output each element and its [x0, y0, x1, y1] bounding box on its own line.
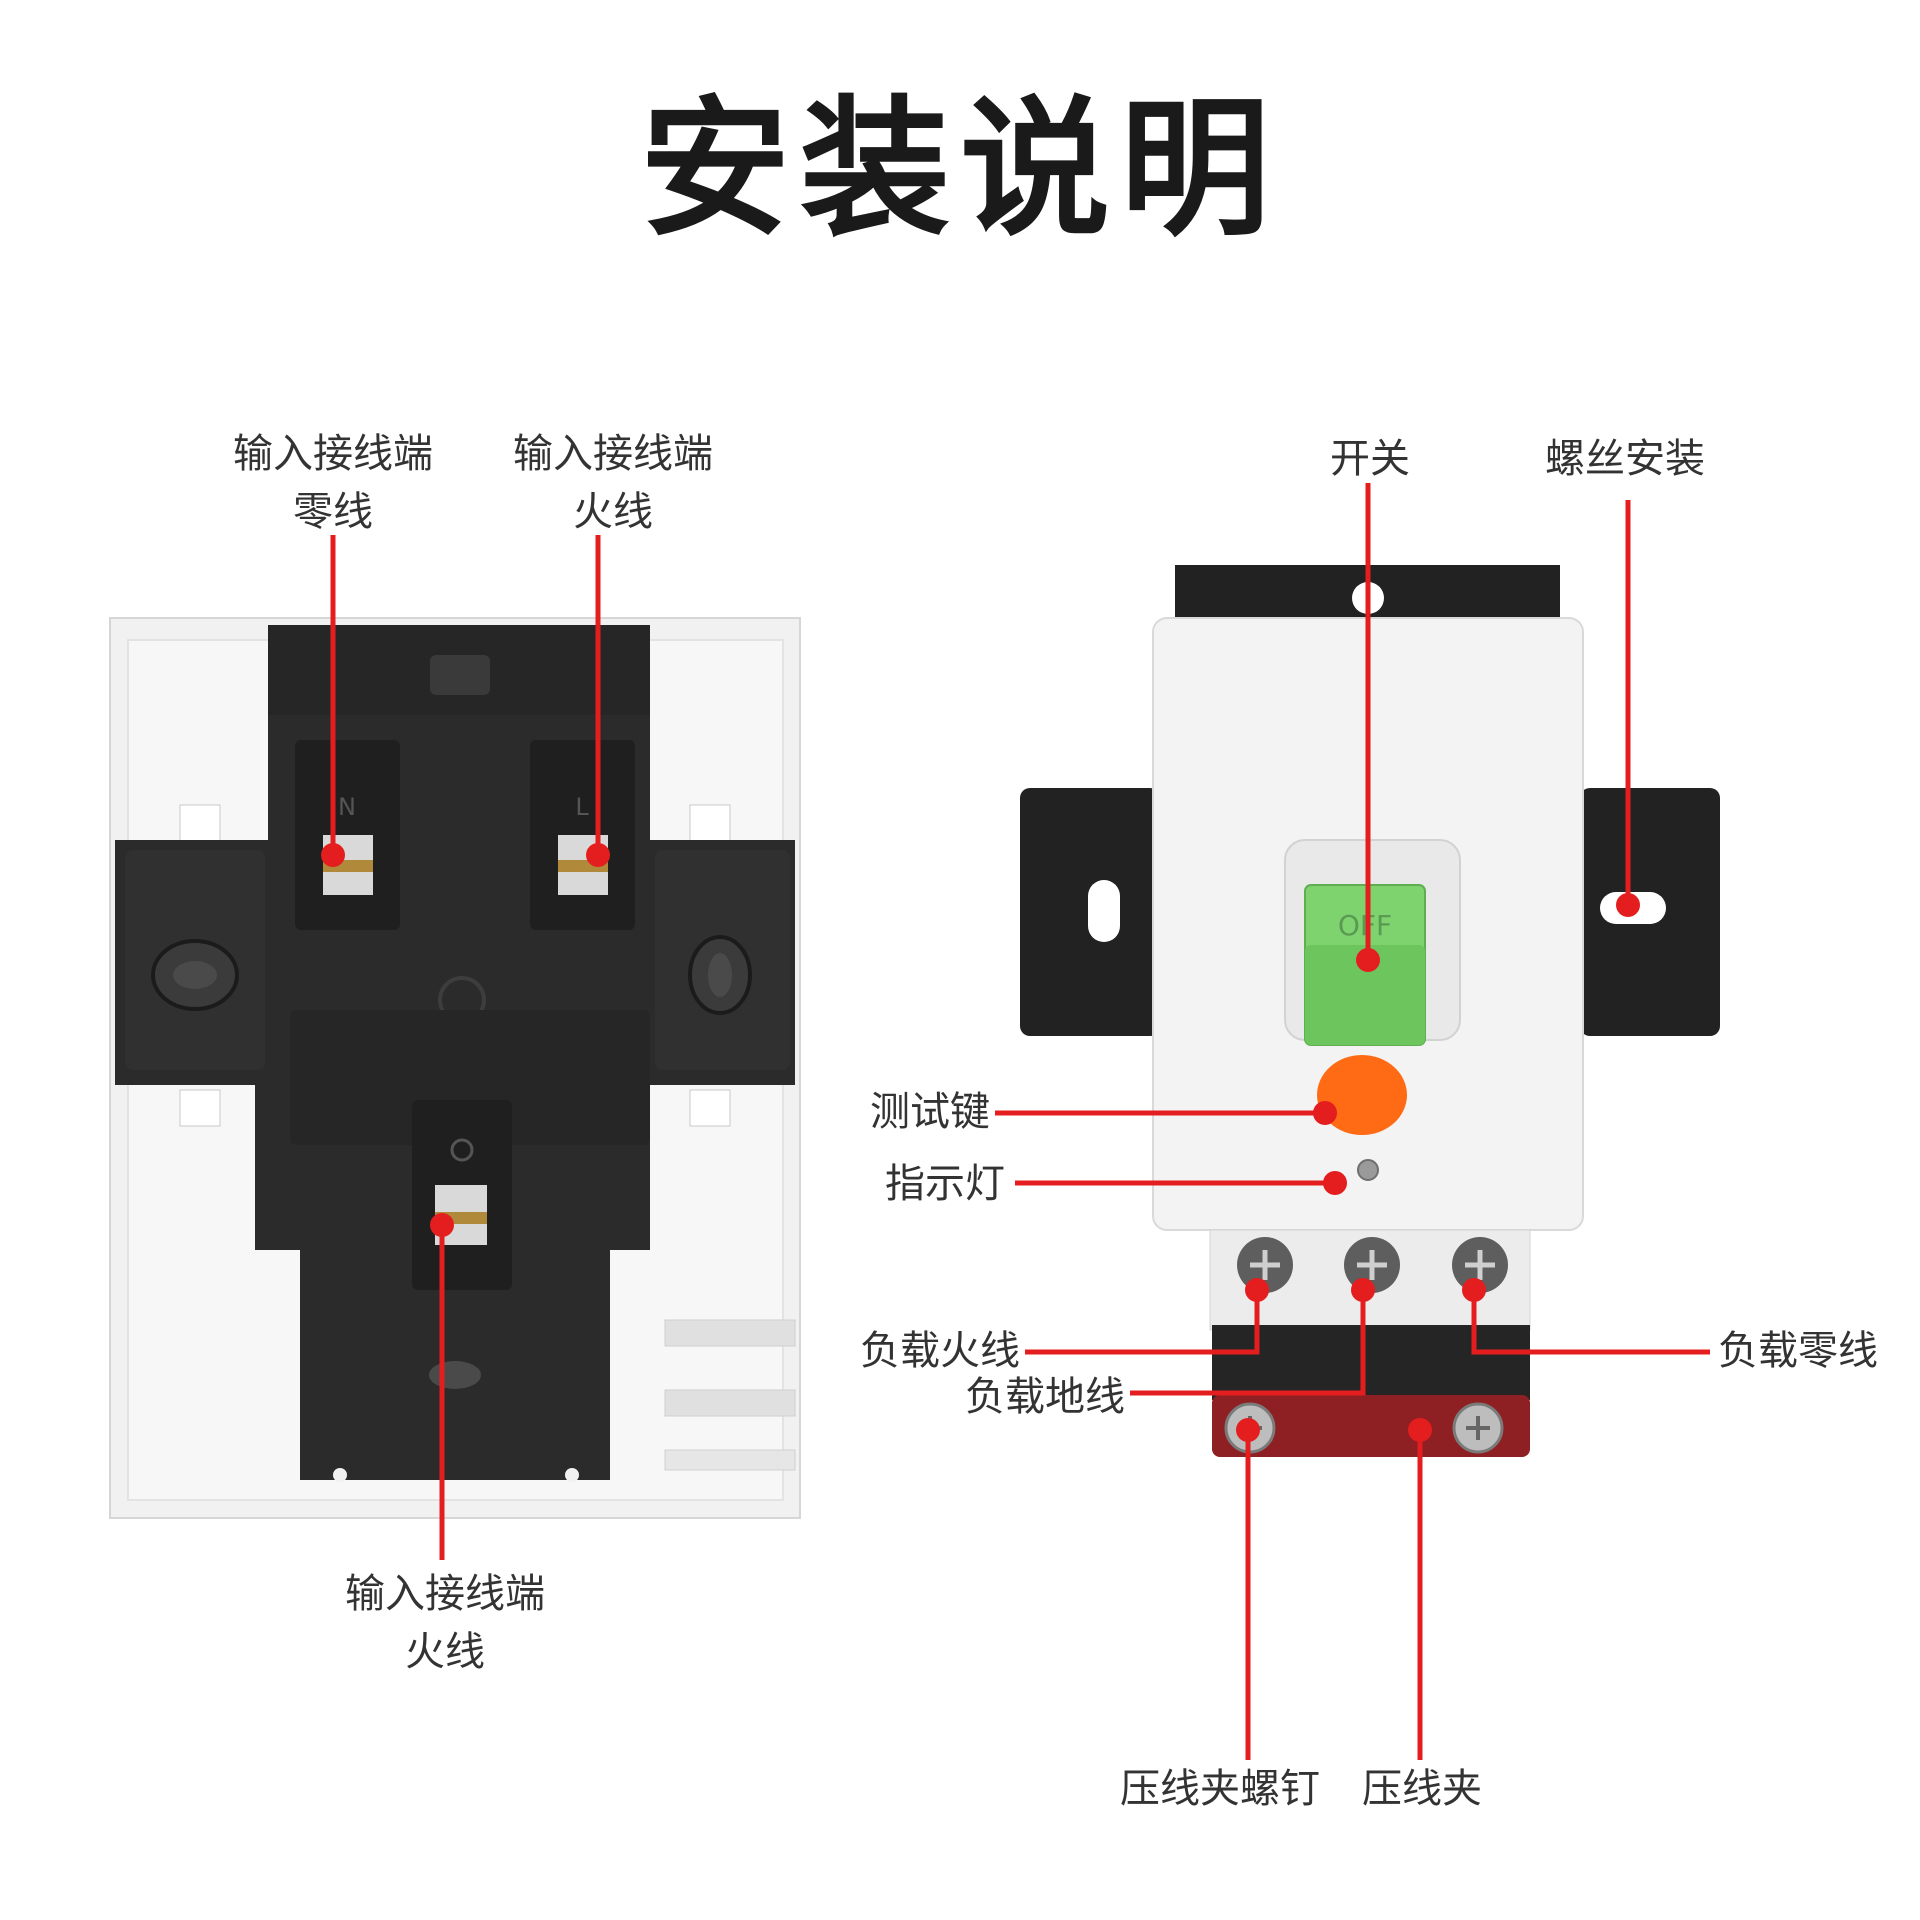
label-input-neutral: 输入接线端 零线: [210, 425, 456, 541]
back-view: N L: [109, 617, 801, 1519]
label-input-live-bottom: 输入接线端 火线: [322, 1565, 568, 1681]
callouts: [321, 483, 1710, 1760]
terminal-n-mark: N: [338, 793, 356, 821]
label-switch: 开关: [1330, 436, 1410, 482]
indicator-light: [1357, 1159, 1379, 1181]
label-input-live-top-line1: 输入接线端: [513, 431, 713, 477]
page-title: 安装说明: [639, 83, 1280, 257]
label-screw-mount: 螺丝安装: [1545, 436, 1705, 482]
test-button: [1317, 1055, 1407, 1135]
label-clamp: 压线夹: [1362, 1766, 1482, 1812]
label-clamp-screw: 压线夹螺钉: [1120, 1766, 1320, 1812]
label-load-live: 负载火线: [860, 1328, 1020, 1374]
label-input-neutral-line2: 零线: [293, 489, 373, 535]
label-indicator: 指示灯: [885, 1161, 1005, 1207]
label-input-live-top: 输入接线端 火线: [490, 425, 736, 541]
label-input-live-bottom-line1: 输入接线端: [345, 1571, 545, 1617]
label-load-neutral: 负载零线: [1718, 1328, 1878, 1374]
clamp-bar: [1212, 1395, 1530, 1457]
label-input-live-top-line2: 火线: [573, 489, 653, 535]
label-input-neutral-line1: 输入接线端: [233, 431, 433, 477]
label-load-ground: 负载地线: [965, 1374, 1125, 1420]
terminal-l-mark: L: [575, 793, 589, 821]
switch-off-text: OFF: [1338, 909, 1392, 942]
label-input-live-bottom-line2: 火线: [405, 1629, 485, 1675]
label-test-button: 测试键: [870, 1089, 990, 1135]
